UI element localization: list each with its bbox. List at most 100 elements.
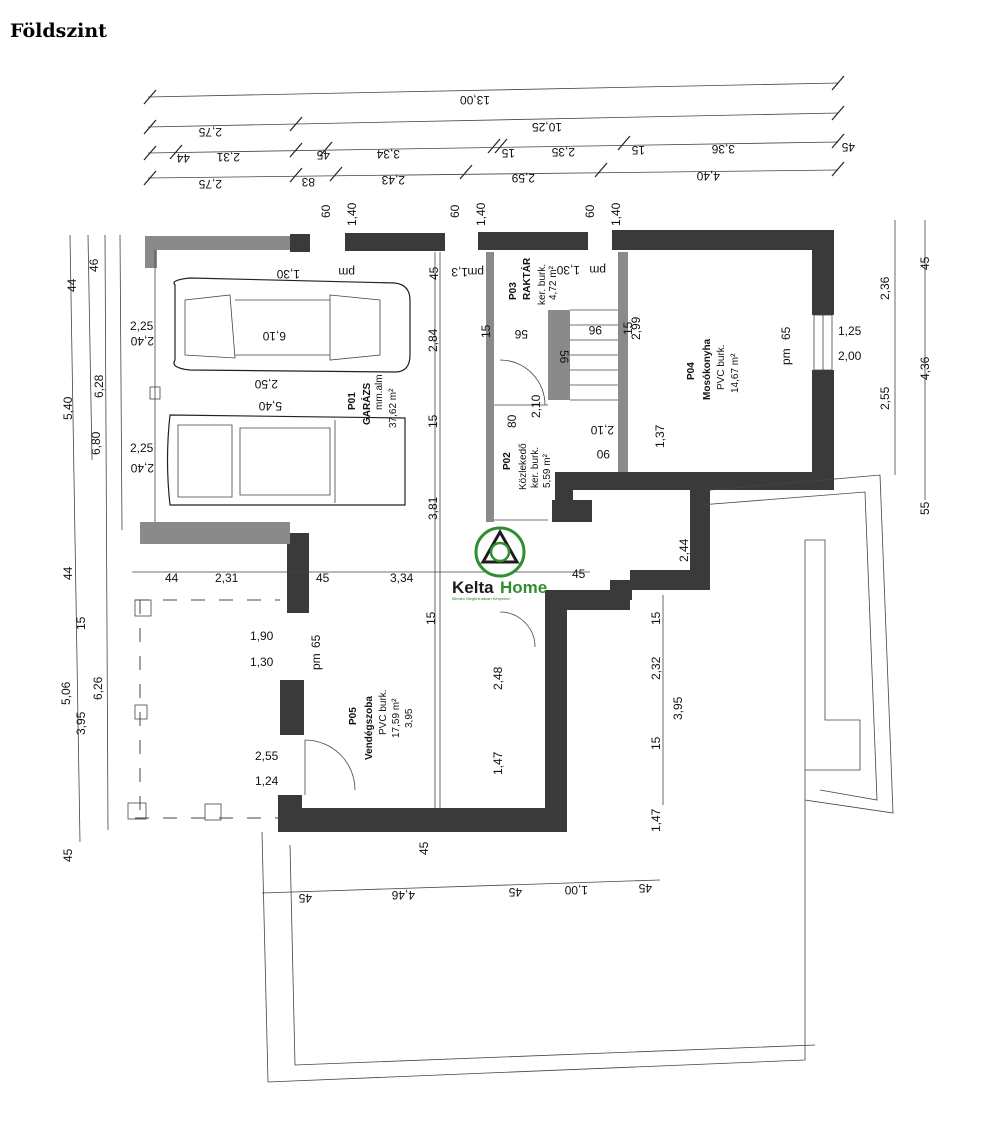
room-p05-code: P05	[348, 707, 359, 725]
middle-dimension-line: 44 2,31 45 3,34 45 2,44	[132, 538, 691, 585]
dim-v6: 2,48	[491, 666, 505, 690]
walls	[140, 230, 834, 832]
room-p03-label: P03 RAKTÁR ker. burk. 4,72 m²	[508, 257, 559, 305]
room-p04-label: P04 Mosókonyha PVC burk. 14,67 m²	[686, 338, 741, 400]
room-p03-floor: ker. burk.	[537, 264, 548, 305]
dim-win2-a: 60	[448, 204, 462, 218]
page-title: Földszint	[10, 20, 107, 42]
dim-s10: 90	[596, 447, 610, 461]
dim-left-1: 44	[65, 278, 79, 292]
dim-s8: 80	[505, 414, 519, 428]
dim-mid-5: 45	[572, 567, 586, 581]
dim-left-9: 3,95	[74, 711, 88, 735]
dim-g1: 1,30	[276, 267, 300, 281]
dim-left-5: 6,80	[89, 431, 103, 455]
dim-bot-2: 4,46	[391, 888, 415, 902]
dim-g12: 15	[426, 414, 440, 428]
dim-win2-b: 1,40	[474, 202, 488, 226]
left-dimension-lines: 44 46 5,40 6,28 6,80 44 15 5,06 3,95 6,2…	[59, 234, 123, 862]
dim-v9: 1,24	[255, 774, 279, 788]
dim-mid-3: 45	[316, 571, 330, 585]
dim-win3-b: 1,40	[609, 202, 623, 226]
room-p01-area: 37,62 m²	[388, 388, 399, 428]
dim-right-3: 1,25	[838, 324, 862, 338]
dim-top-4c: 2,43	[381, 173, 405, 187]
logo-ring-icon	[474, 526, 526, 578]
dim-v3: 1,30	[250, 655, 274, 669]
dim-right-1: 45	[918, 256, 932, 270]
dim-top-3d: 3,34	[376, 147, 400, 161]
kelta-home-logo: Kelta Home Minden Megbízhatóan Kényelem	[452, 526, 547, 601]
dim-g3: 45	[427, 266, 441, 280]
dim-s4: 56	[557, 350, 571, 364]
dim-bot-1: 45	[298, 891, 312, 905]
dim-bot-5: 45	[638, 881, 652, 895]
room-p03-name: RAKTÁR	[520, 257, 533, 300]
dim-v4: pm	[309, 653, 323, 670]
dim-right-7: 55	[918, 501, 932, 515]
dim-left-2: 46	[87, 258, 101, 272]
dim-win3-a: 60	[583, 204, 597, 218]
dim-g6: 1,30	[556, 263, 580, 277]
dim-car2-a: 2,25	[130, 441, 154, 455]
dim-s11: 1,37	[653, 424, 667, 448]
dim-g13: 3,81	[426, 496, 440, 520]
right-dimension-lines: 45 2,36 1,25 2,00 4,36 2,55 55	[838, 220, 932, 515]
dim-m1: 65	[779, 326, 793, 340]
room-p02-floor: ker. burk.	[530, 447, 541, 488]
dim-top-3f: 2,35	[551, 145, 575, 159]
dim-top-4e: 4,40	[696, 169, 720, 183]
dim-right-4: 2,00	[838, 349, 862, 363]
dim-car1-b: 2,40	[130, 334, 154, 348]
room-p02-label: P02 Közlekedő ker. burk. 5,59 m²	[502, 443, 553, 490]
dim-g9: 2,50	[254, 377, 278, 391]
logo-brand-b: Home	[500, 578, 547, 597]
dim-top-3g: 15	[631, 143, 645, 157]
dim-s5: 15	[621, 321, 635, 335]
dim-t3: 3,95	[671, 696, 685, 720]
dim-s7: 2,10	[529, 394, 543, 418]
bottom-dimension-line: 45 4,46 45 1,00 45	[261, 879, 661, 905]
room-p04-code: P04	[686, 362, 697, 380]
room-p05-floor: PVC burk.	[378, 689, 389, 735]
dim-top-3e: 15	[501, 146, 515, 160]
dim-top-3a: 44	[176, 151, 190, 165]
dim-top-3b: 2,31	[216, 150, 240, 164]
dim-v1: 1,90	[250, 629, 274, 643]
dim-total-width: 13,00	[460, 93, 490, 107]
dim-mid-2: 2,31	[215, 571, 239, 585]
room-p04-area: 14,67 m²	[730, 353, 741, 393]
dim-g7: pm	[589, 263, 606, 277]
room-p03-area: 4,72 m²	[548, 265, 559, 300]
dim-mid-1: 44	[165, 571, 179, 585]
dim-left-7: 15	[74, 616, 88, 630]
dim-car2-b: 2,40	[130, 461, 154, 475]
dim-s6: 2,99	[629, 316, 643, 340]
room-p01-code: P01	[347, 392, 358, 410]
dim-g2: pm	[338, 265, 355, 279]
room-p02-area: 5,59 m²	[542, 453, 553, 488]
dim-car1-a: 2,25	[130, 319, 154, 333]
room-p03-code: P03	[508, 282, 519, 300]
room-p04-floor: PVC burk.	[716, 344, 727, 390]
dim-top-2a: 2,75	[198, 125, 222, 139]
dim-top-4b: 83	[301, 175, 315, 189]
room-p01-name: GARÁZS	[360, 382, 373, 425]
terrace-dimensions: 15 2,32 3,95 15 1,47	[649, 595, 685, 832]
dim-left-4: 6,28	[92, 374, 106, 398]
dim-top-2b: 10,25	[532, 120, 562, 134]
dim-top-3h: 3,36	[711, 142, 735, 156]
room-p02-code: P02	[502, 452, 513, 470]
dim-g5: pm	[467, 265, 484, 279]
dim-left-10: 6,26	[91, 676, 105, 700]
dim-v8: 2,55	[255, 749, 279, 763]
dim-v10: 45	[417, 841, 431, 855]
dim-m2: pm	[779, 348, 793, 365]
room-p05-height: 3,95	[404, 708, 415, 728]
dim-s1: 56	[514, 327, 528, 341]
dim-bot-4: 1,00	[564, 883, 588, 897]
dim-t1: 15	[649, 611, 663, 625]
top-dimension-lines: 13,00 2,75 10,25 44 2,31 45 3,34 15 2,35…	[143, 75, 855, 191]
logo-brand-a: Kelta	[452, 578, 494, 597]
